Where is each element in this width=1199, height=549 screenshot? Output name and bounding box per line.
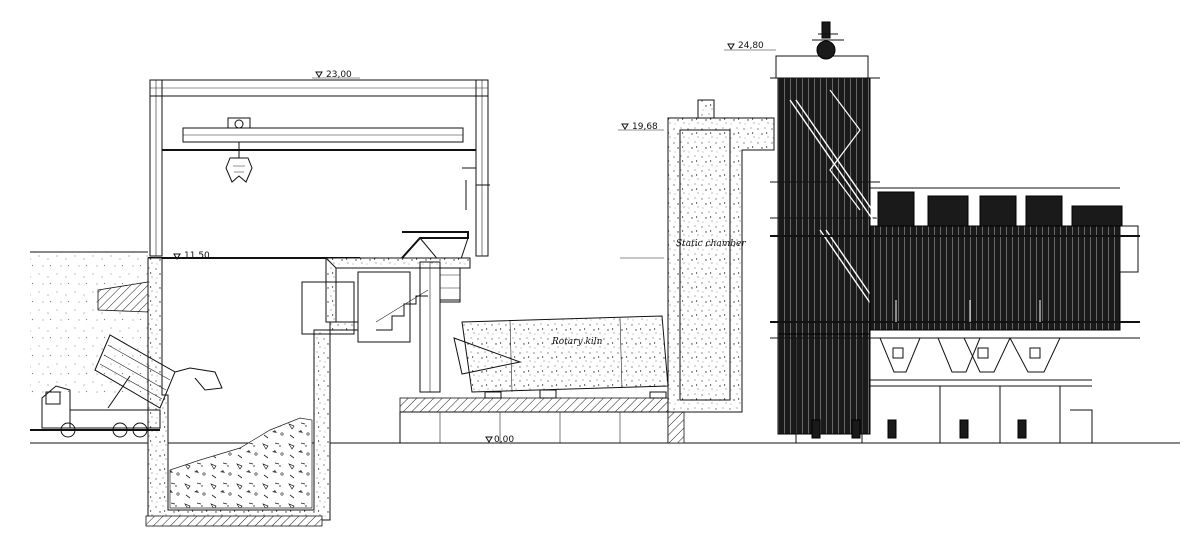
- svg-text:23,00: 23,00: [326, 70, 352, 80]
- feeder-room: [301, 257, 471, 393]
- level-marker-chamber-top: 19,68: [618, 122, 664, 132]
- triangle-down-icon: [315, 71, 323, 78]
- rotary-kiln-label: Rotary kiln: [551, 337, 603, 347]
- svg-text:24,80: 24,80: [738, 41, 764, 51]
- grab-crane-icon: [225, 142, 253, 183]
- crane-bridge: [182, 117, 464, 143]
- boiler-supports: [795, 338, 1093, 443]
- kiln-foundation: [399, 389, 685, 444]
- svg-text:11,50: 11,50: [184, 251, 210, 261]
- triangle-down-icon: [727, 43, 735, 50]
- bunker-building: [148, 79, 489, 259]
- triangle-down-icon: [173, 253, 181, 260]
- static-chamber: Static chamber: [667, 99, 775, 413]
- level-marker-boiler-top: 24,80: [724, 41, 776, 51]
- static-chamber-label: Static chamber: [676, 239, 746, 249]
- waste-pile: [169, 417, 313, 509]
- svg-text:0,00: 0,00: [494, 435, 514, 445]
- ground-soil-left: [30, 251, 149, 395]
- triangle-down-icon: [485, 436, 493, 443]
- dump-truck-icon: [41, 334, 223, 438]
- crane-side-frame: [462, 167, 490, 210]
- level-marker-pit-floor: 11,50: [173, 251, 210, 261]
- boiler-tower: [770, 21, 937, 435]
- level-marker-ground: 0,00: [485, 435, 514, 445]
- ash-hoppers: [770, 337, 1140, 387]
- boiler-convection-section: [770, 187, 1140, 331]
- rotary-kiln: Rotary kiln: [453, 315, 669, 393]
- bunker-pit: [145, 257, 361, 527]
- svg-text:19,68: 19,68: [632, 122, 658, 132]
- level-marker-crane-top: 23,00: [312, 70, 360, 80]
- triangle-down-icon: [621, 123, 629, 130]
